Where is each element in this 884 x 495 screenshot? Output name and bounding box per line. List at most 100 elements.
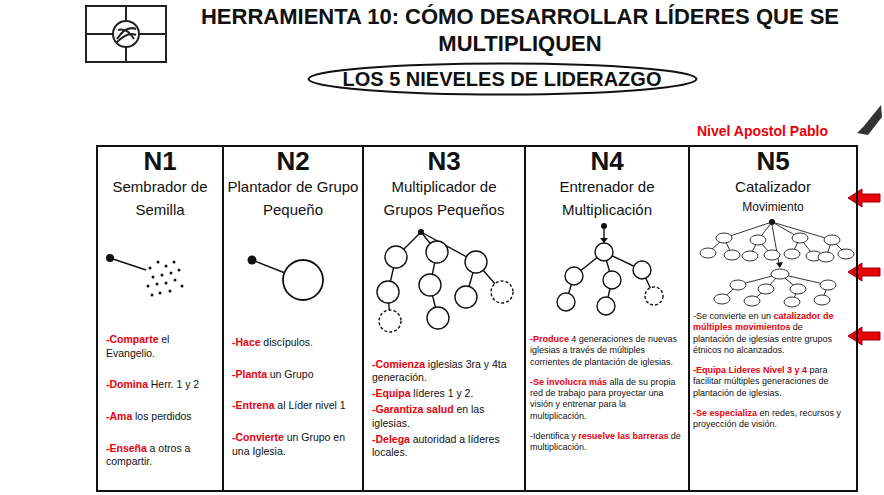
bullet-verb: -Delega (372, 433, 410, 445)
group-circle (565, 267, 583, 285)
bullet-line: -Equipa Lideres Nivel 3 y 4para facilita… (693, 365, 842, 399)
bullet-line: -Entrenaal Líder nivel 1 (232, 399, 360, 413)
column-body: -Se convierte en uncatalizador de múltip… (693, 311, 842, 430)
bullet-line: -Identifica yresuelve las barrerasde mul… (530, 431, 684, 454)
group-circle (597, 297, 615, 315)
red-arrow (848, 263, 880, 281)
group-circle (603, 271, 621, 289)
subtitle-text: LOS 5 NIEVELES DE LIDERAZGO (307, 62, 698, 96)
level-column: N2Plantador de Grupo Pequeño -Hacediscípu… (222, 145, 364, 492)
column-body: -Comienzaiglesias 3ra y 4ta generación.-… (372, 358, 520, 459)
group-ellipse (758, 284, 774, 294)
bullet-line: -Delegaautoridad a líderes locales. (372, 433, 520, 459)
bullet-line: -Se especializaen redes, recursos y proy… (693, 408, 842, 431)
group-circle (595, 243, 613, 261)
tree-arrowhead (600, 238, 608, 243)
level-number: N1 (98, 147, 222, 175)
group-ellipse (744, 296, 760, 306)
bullet-verb: -Ama (106, 410, 132, 422)
column-head: N3Multiplicador de Grupos Pequeños (364, 147, 524, 221)
group-ellipse (700, 248, 716, 258)
bullet-verb: -Produce (530, 334, 569, 344)
level-role: Catalizador (690, 175, 856, 198)
group-ellipse (790, 284, 806, 294)
future-group-circle (645, 287, 663, 305)
column-body: -Produce4 generaciones de nuevas iglesia… (530, 334, 684, 453)
logo-cross (86, 6, 166, 62)
column-head: N4Entrenador de Multiplicación (526, 147, 688, 221)
bullet-verb: -Hace (232, 336, 261, 348)
group-circle (377, 281, 399, 303)
level-number: N3 (364, 147, 524, 175)
group-ellipse (792, 233, 808, 243)
bullet-text: un Grupo (270, 368, 314, 380)
bullet-line: -Plantaun Grupo (232, 368, 360, 382)
bullet-text: -Se convierte en un (693, 311, 771, 321)
group-circle (427, 307, 449, 329)
future-group-circle (379, 310, 401, 332)
group-ellipse (742, 251, 758, 261)
group-circle (633, 261, 651, 279)
bullet-line: -Produce4 generaciones de nuevas iglesia… (530, 334, 684, 368)
bullet-line: -Amalos perdidos (106, 410, 220, 424)
bullet-verb: -Comienza (372, 358, 425, 370)
bullet-text: Herr. 1 y 2 (151, 378, 199, 390)
group-circle (385, 246, 407, 268)
planter-line (252, 260, 285, 273)
group-ellipse (724, 250, 740, 260)
group-circle (557, 293, 575, 311)
group-ellipse (714, 294, 730, 304)
bullet-verb: -Garantiza salud (372, 403, 454, 415)
seed-line (110, 258, 146, 270)
bullet-verb: -Equipa (372, 387, 411, 399)
tree-lines (566, 229, 654, 306)
red-arrow (848, 189, 880, 207)
bullet-text: discípulos. (263, 336, 313, 348)
group-ellipse (814, 295, 830, 305)
subtitle-ellipse: LOS 5 NIEVELES DE LIDERAZGO (307, 62, 698, 96)
column-head: N1Sembrador de Semilla (98, 147, 222, 221)
bullet-line: -DominaHerr. 1 y 2 (106, 378, 220, 392)
bullet-verb: -Se involucra más (530, 377, 607, 387)
logo-globe (113, 21, 139, 47)
column-body: -Hacediscípulos. -Plantaun Grupo -Entrenaa… (232, 336, 360, 458)
marker-pen (857, 105, 882, 135)
level-role: Multiplicador de Grupos Pequeños (364, 175, 524, 221)
bullet-verb: -Domina (106, 378, 148, 390)
group-ellipse (784, 249, 800, 259)
group-ellipse (818, 252, 834, 262)
bullet-verb: -Enseña (106, 442, 147, 454)
level-role: Sembrador de Semilla (98, 175, 222, 221)
bullet-verb: -Comparte (106, 333, 159, 345)
group-ellipse (824, 235, 840, 245)
column-body: -Comparteel Evangelio. -DominaHerr. 1 y 2… (106, 333, 220, 469)
group-ellipse (771, 269, 789, 279)
future-group-circle (491, 281, 513, 303)
level-column: N1Sembrador de Semilla -Comparteel Evange… (96, 145, 224, 492)
movement-root (769, 219, 775, 225)
group-ellipse (820, 280, 836, 290)
group-circle (455, 286, 477, 308)
bullet-line: -Comparteel Evangelio. (106, 333, 220, 360)
group-circle (465, 251, 487, 273)
bullet-verb: -Entrena (232, 399, 275, 411)
level-column: N4Entrenador de Multiplicación -Produce4 … (524, 145, 690, 492)
page-title: HERRAMIENTA 10: CÓMO DESARROLLAR LÍDERES… (170, 3, 870, 57)
tree-root (601, 223, 607, 229)
group-ellipse (838, 249, 854, 259)
bullet-text: -Identifica y (530, 431, 576, 441)
bullet-verb: -Equipa Lideres Nivel 3 y 4 (693, 365, 807, 375)
bullet-line: -Hacediscípulos. (232, 336, 360, 350)
level-number: N5 (690, 147, 856, 175)
level-role: Entrenador de Multiplicación (526, 175, 688, 221)
bullet-verb: -Convierte (232, 431, 284, 443)
movement-arrowhead (776, 262, 783, 268)
group-ellipse (716, 233, 732, 243)
bullet-text: los perdidos (135, 410, 192, 422)
group-ellipse (730, 280, 746, 290)
bullet-verb: -Planta (232, 368, 267, 380)
level-note: Nivel Apostol Pablo (697, 123, 828, 139)
column-head: N2Plantador de Grupo Pequeño (224, 147, 362, 221)
bullet-line: -Convierteun Grupo en una Iglesia. (232, 431, 360, 458)
movement-groups (700, 233, 854, 307)
